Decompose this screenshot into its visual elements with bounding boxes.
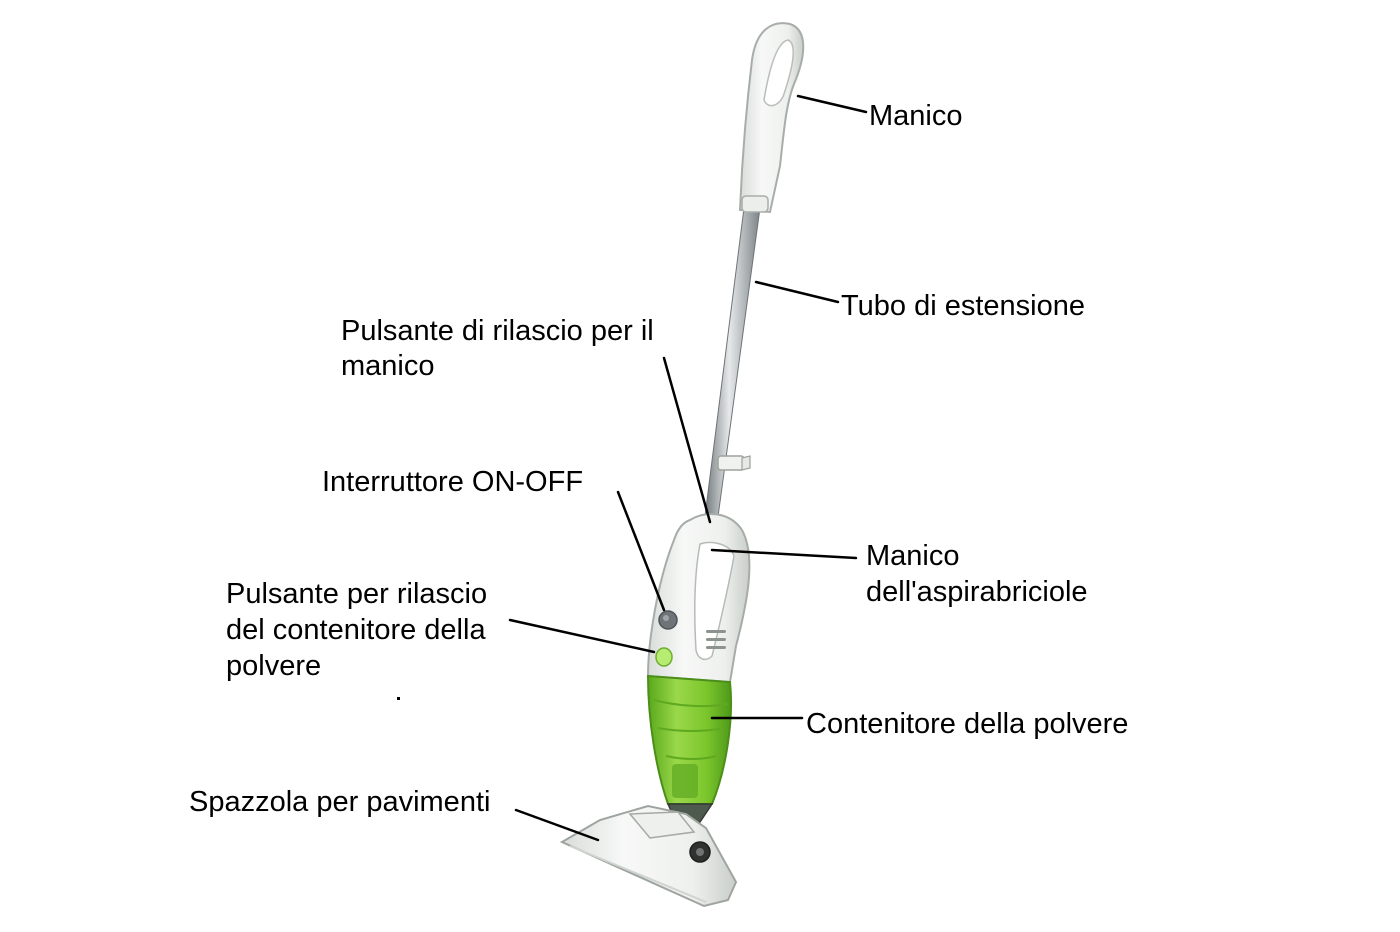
leader-handheld-handle — [710, 548, 858, 560]
stray-dot — [397, 697, 400, 700]
extension-tube — [703, 207, 761, 525]
label-handheld-handle-line1: Manico — [866, 540, 960, 572]
leader-extension-tube — [754, 280, 840, 304]
leader-lines — [508, 94, 868, 842]
floor-brush — [559, 804, 738, 908]
label-dust-container: Contenitore della polvere — [806, 708, 1129, 740]
label-handheld-handle-line2: dell'aspirabriciole — [866, 576, 1088, 608]
label-handle-release-line1: Pulsante di rilascio per il — [341, 315, 654, 347]
label-handle: Manico — [869, 100, 963, 132]
dust-container — [646, 674, 733, 805]
handheld-body — [646, 513, 751, 684]
top-handle — [738, 22, 805, 214]
label-extension-tube: Tubo di estensione — [841, 290, 1085, 322]
leader-handle — [796, 94, 868, 114]
leader-dust-release — [508, 618, 656, 654]
dust-release-button — [655, 647, 673, 667]
leader-handle-release — [662, 356, 712, 524]
leader-power-switch — [616, 490, 666, 612]
label-power-switch: Interruttore ON-OFF — [322, 466, 584, 498]
label-handle-release-line2: manico — [341, 350, 435, 382]
rod-clip — [717, 455, 751, 471]
leader-floor-brush — [514, 808, 600, 842]
label-dust-release-line3: polvere — [226, 650, 322, 682]
label-dust-release-line2: del contenitore della — [226, 614, 486, 646]
label-floor-brush: Spazzola per pavimenti — [189, 786, 491, 818]
power-switch — [658, 610, 678, 630]
label-dust-release-line1: Pulsante per rilascio — [226, 578, 488, 610]
